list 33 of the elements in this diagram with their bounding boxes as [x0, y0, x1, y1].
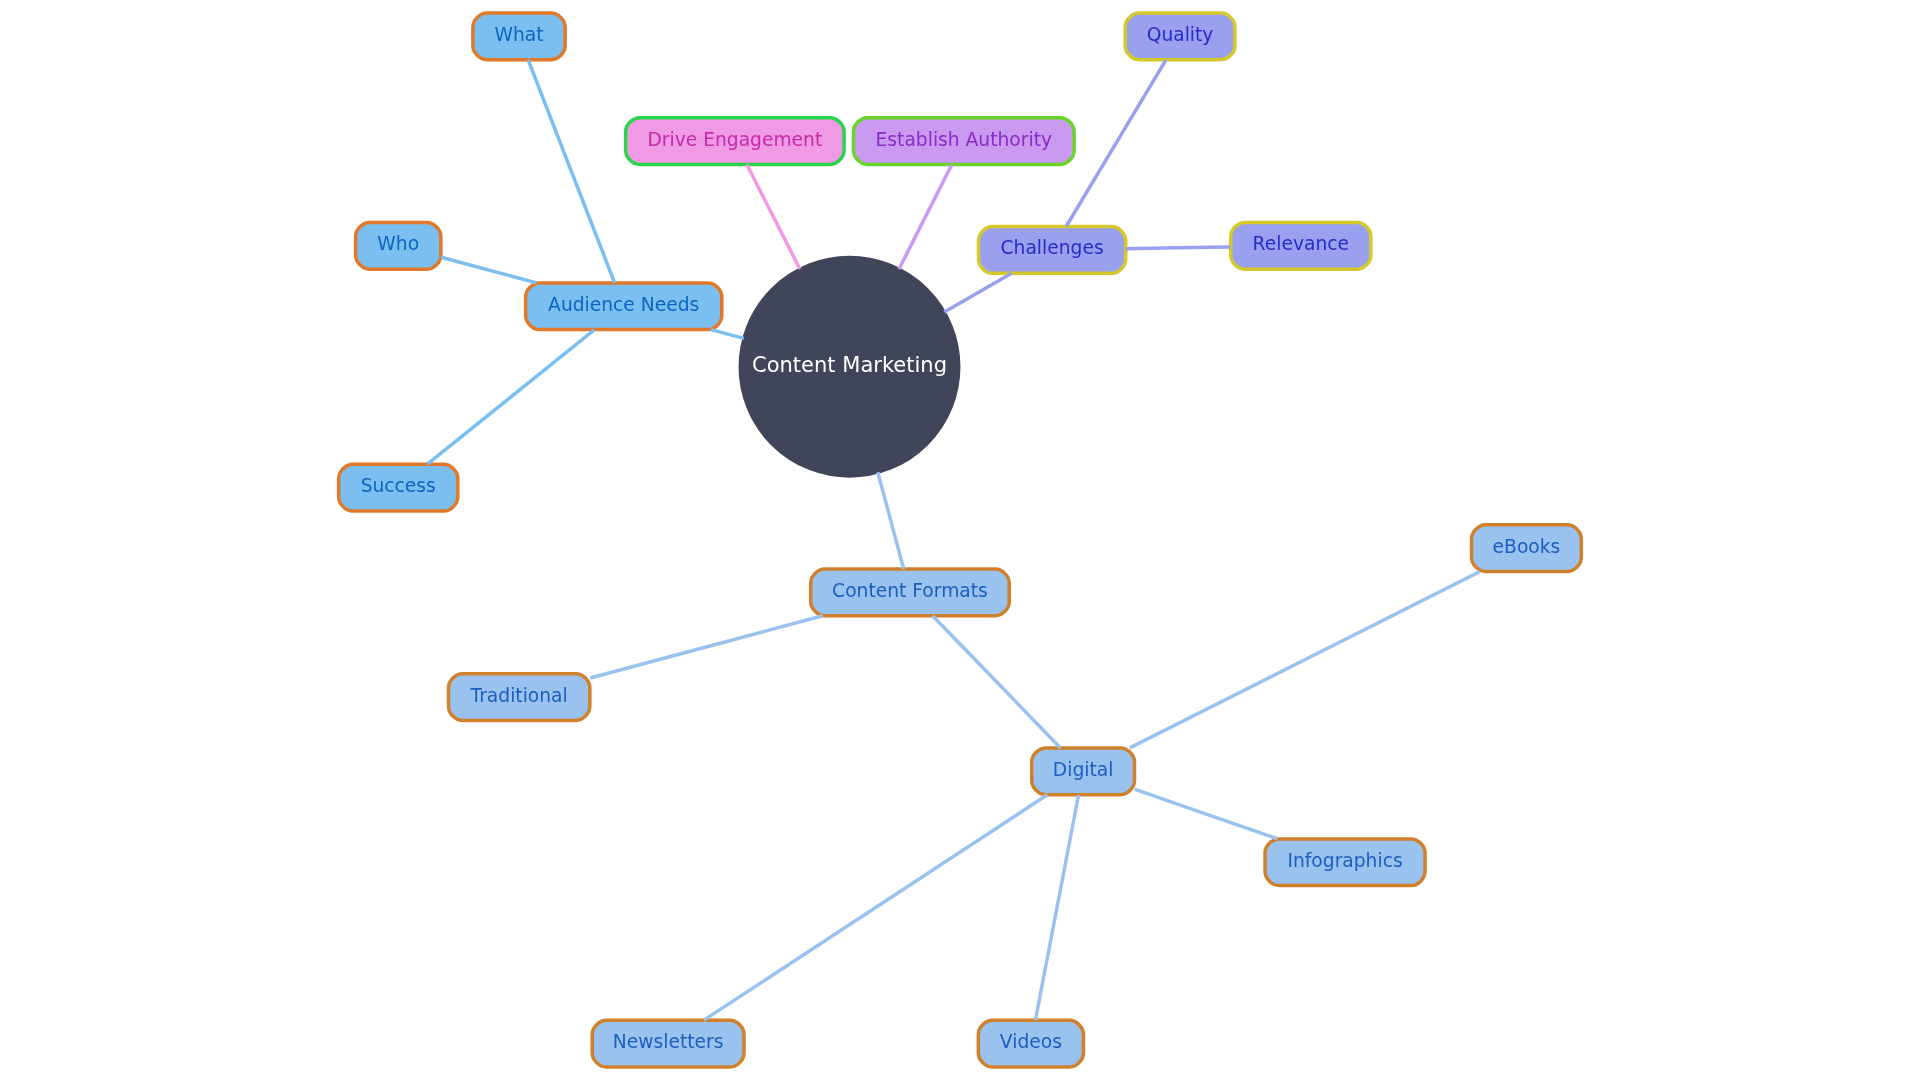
node-box: Audience Needs	[523, 281, 724, 332]
connector	[1125, 245, 1231, 251]
connector	[526, 59, 617, 284]
node-box: Digital	[1030, 746, 1137, 797]
connector	[1128, 570, 1481, 750]
node-box: eBooks	[1469, 523, 1584, 574]
connector	[1134, 787, 1278, 841]
node-box: Success	[336, 462, 460, 513]
connector	[745, 163, 802, 270]
node-box: Infographics	[1263, 837, 1427, 888]
node-box: Traditional	[446, 672, 592, 723]
connector	[1064, 58, 1168, 228]
connector	[943, 271, 1013, 314]
connector	[440, 255, 537, 285]
node-box: Challenges	[976, 224, 1128, 275]
connector	[897, 163, 954, 270]
connector	[589, 614, 824, 680]
connector	[426, 328, 596, 466]
connector	[876, 471, 906, 570]
node-box: Quality	[1123, 11, 1237, 62]
node-box: Newsletters	[590, 1018, 746, 1069]
node-box: Who	[353, 220, 443, 271]
node-box: What	[471, 11, 567, 62]
node-box: Relevance	[1228, 220, 1373, 271]
node-box: Content Formats	[808, 567, 1011, 618]
node-circle: Content Marketing	[738, 255, 961, 478]
connector	[710, 327, 745, 341]
connector	[1033, 794, 1081, 1021]
node-box: Establish Authority	[851, 115, 1076, 167]
connector	[702, 793, 1049, 1022]
node-box: Videos	[976, 1018, 1086, 1069]
node-box: Drive Engagement	[623, 115, 846, 167]
connector	[931, 614, 1062, 750]
